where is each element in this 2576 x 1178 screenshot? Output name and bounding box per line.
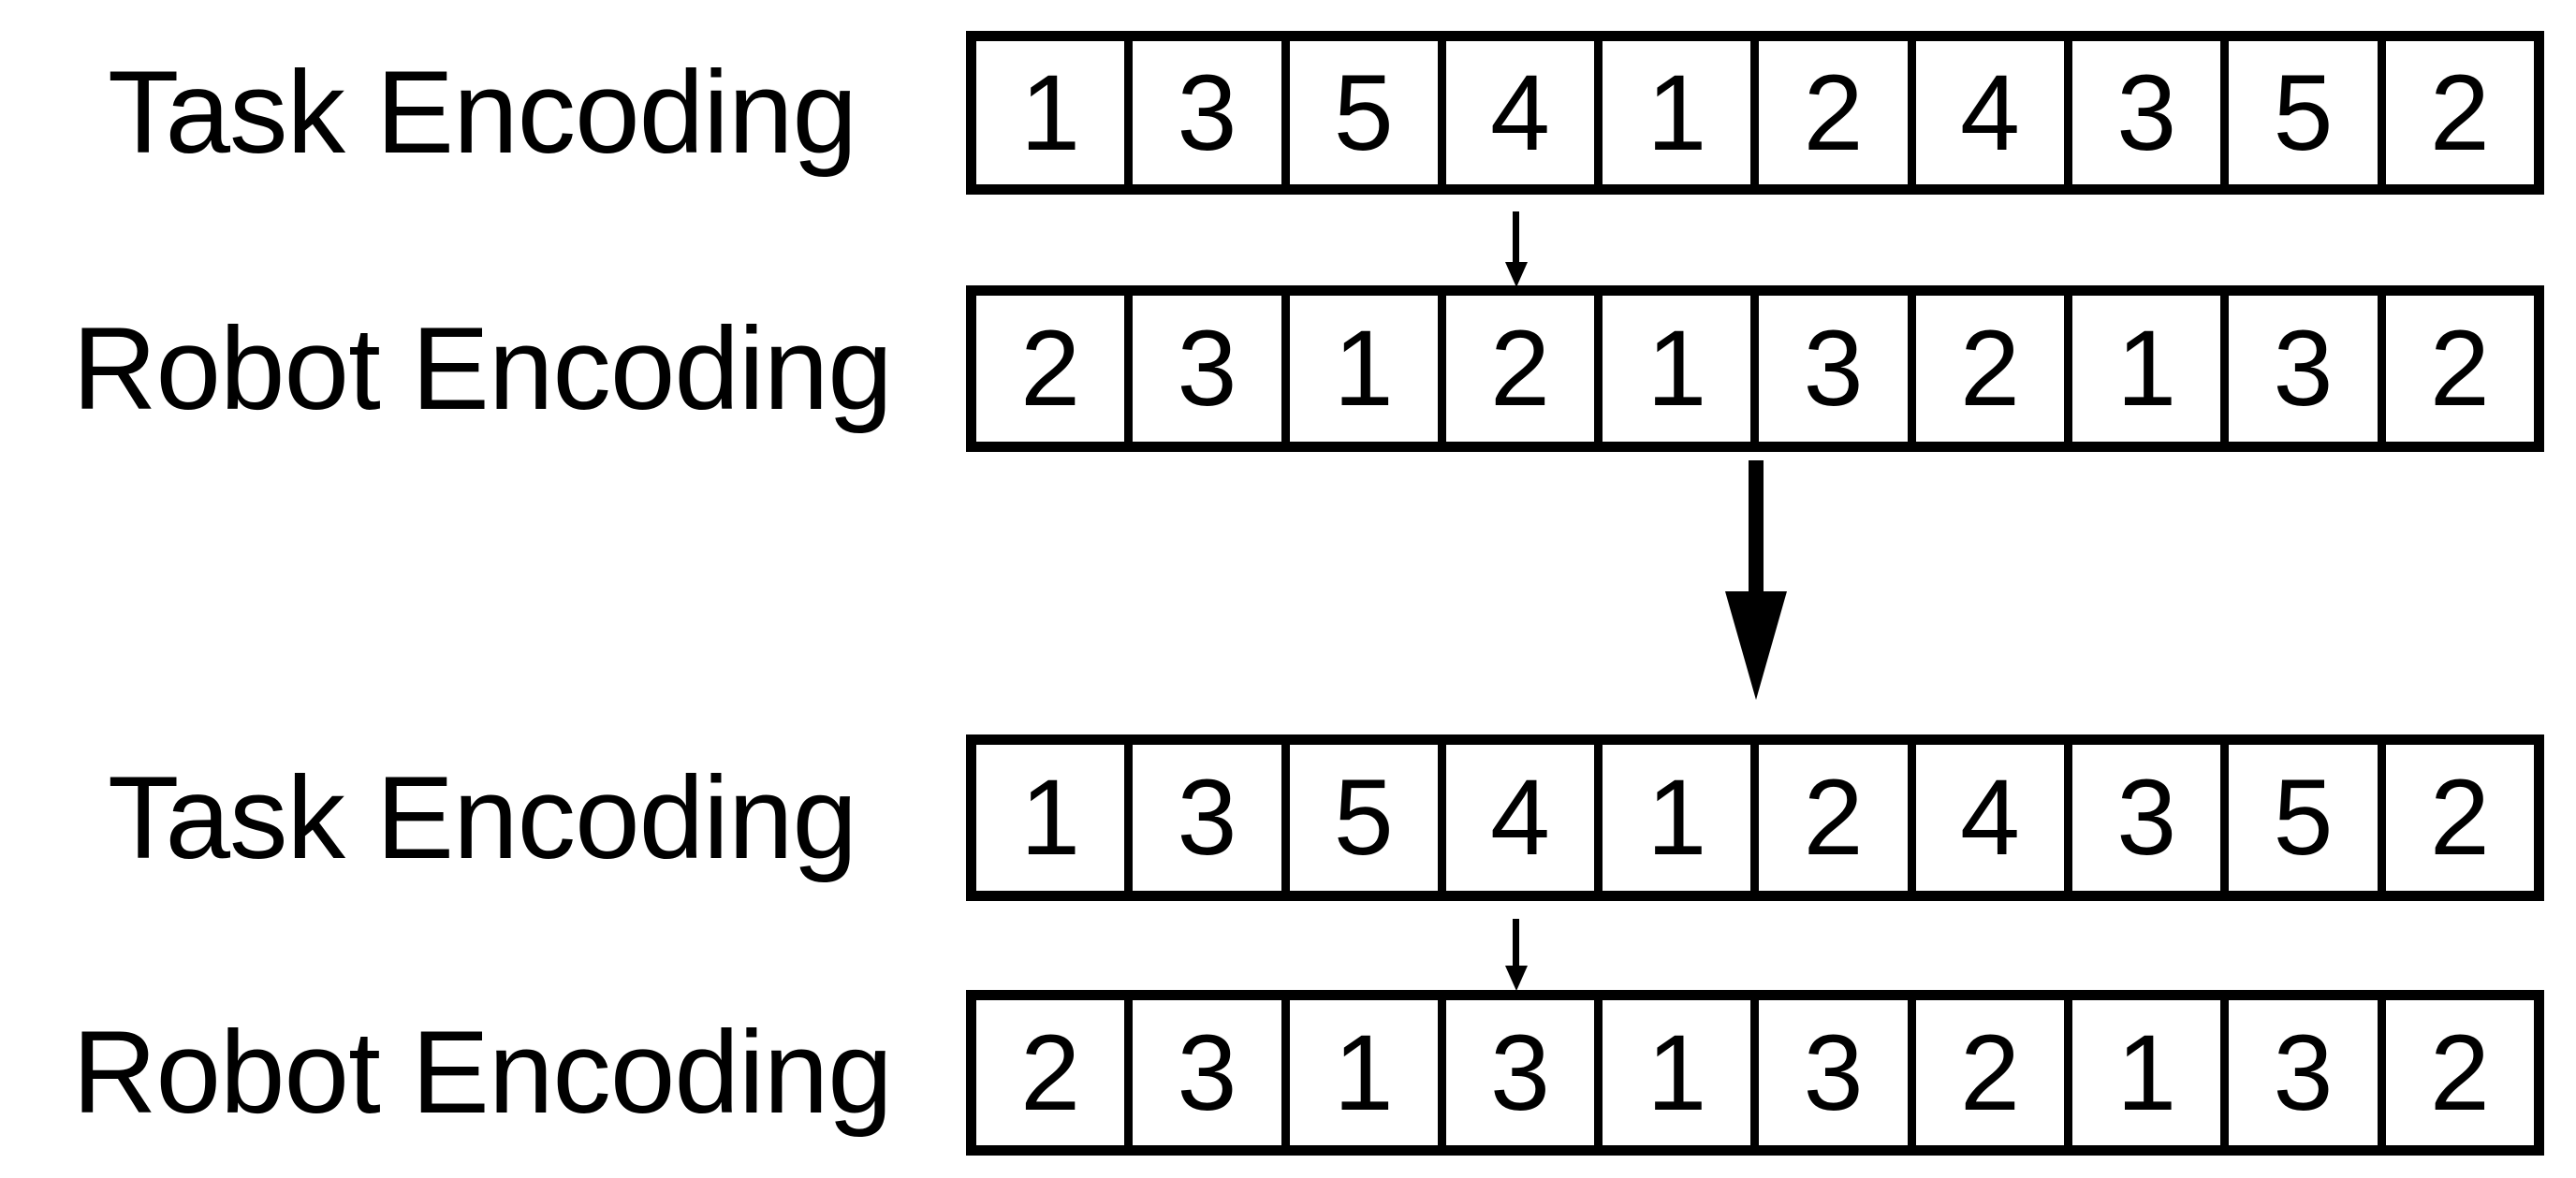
encoding-cell: 1 [1290, 296, 1446, 442]
encoding-cell: 2 [1916, 1000, 2073, 1145]
arrow-head [1725, 591, 1787, 700]
encoding-cell: 5 [2229, 745, 2386, 891]
encoding-cell: 2 [1759, 41, 1916, 184]
task-encoding-label-before: Task Encoding [108, 48, 857, 178]
task-encoding-label-after: Task Encoding [108, 752, 857, 883]
encoding-cell: 1 [1290, 1000, 1446, 1145]
mutation-point-arrow-before-icon [1503, 211, 1530, 288]
encoding-cell: 3 [1133, 1000, 1290, 1145]
encoding-cell: 1 [1603, 296, 1760, 442]
arrow-head [1505, 966, 1528, 991]
encoding-cell: 2 [976, 1000, 1134, 1145]
task-encoding-grid-after: 1 3 5 4 1 2 4 3 5 2 [966, 734, 2544, 901]
encoding-cell: 1 [1603, 1000, 1760, 1145]
encoding-cell: 2 [976, 296, 1134, 442]
encoding-cell: 3 [2229, 296, 2386, 442]
robot-encoding-grid-before: 2 3 1 2 1 3 2 1 3 2 [966, 285, 2544, 452]
encoding-cell: 2 [2429, 1012, 2490, 1133]
encoding-cell: 1 [1603, 41, 1760, 184]
robot-encoding-grid-after: 2 3 1 3 1 3 2 1 3 2 [966, 990, 2544, 1156]
encoding-cell: 3 [1133, 296, 1290, 442]
robot-encoding-label-before: Robot Encoding [72, 303, 893, 434]
encoding-cell: 4 [1916, 745, 2073, 891]
encoding-cell: 1 [976, 745, 1134, 891]
encoding-cell: 4 [1446, 745, 1603, 891]
encoding-cell: 2 [2429, 309, 2490, 429]
mutation-transform-arrow-icon [1725, 460, 1787, 700]
arrow-shaft [1749, 460, 1764, 593]
encoding-cell: 2 [1916, 296, 2073, 442]
encoding-cell: 5 [1290, 41, 1446, 184]
encoding-cell: 2 [1446, 296, 1603, 442]
encoding-cell: 2 [1759, 745, 1916, 891]
encoding-cell: 3 [2072, 41, 2230, 184]
encoding-cell: 3 [2229, 1000, 2386, 1145]
encoding-cell: 5 [2229, 41, 2386, 184]
arrow-shaft [1513, 919, 1519, 967]
encoding-cell: 5 [1290, 745, 1446, 891]
encoding-cell: 1 [1603, 745, 1760, 891]
task-encoding-grid-before: 1 3 5 4 1 2 4 3 5 2 [966, 31, 2544, 195]
encoding-cell: 3 [1759, 296, 1916, 442]
mutation-point-arrow-after-icon [1503, 919, 1530, 992]
encoding-cell: 1 [2072, 1000, 2230, 1145]
encoding-cell: 1 [976, 41, 1134, 184]
encoding-cell: 3 [1133, 41, 1290, 184]
arrow-shaft [1513, 211, 1519, 264]
encoding-cell: 1 [2072, 296, 2230, 442]
encoding-cell-mutated: 3 [1446, 1000, 1603, 1145]
robot-encoding-label-after: Robot Encoding [72, 1008, 893, 1138]
encoding-cell: 2 [2429, 52, 2490, 173]
encoding-cell: 3 [1759, 1000, 1916, 1145]
encoding-cell: 3 [1133, 745, 1290, 891]
encoding-cell: 4 [1916, 41, 2073, 184]
encoding-cell: 4 [1446, 41, 1603, 184]
arrow-head [1505, 262, 1528, 287]
encoding-cell: 2 [2429, 758, 2490, 878]
encoding-cell: 3 [2072, 745, 2230, 891]
